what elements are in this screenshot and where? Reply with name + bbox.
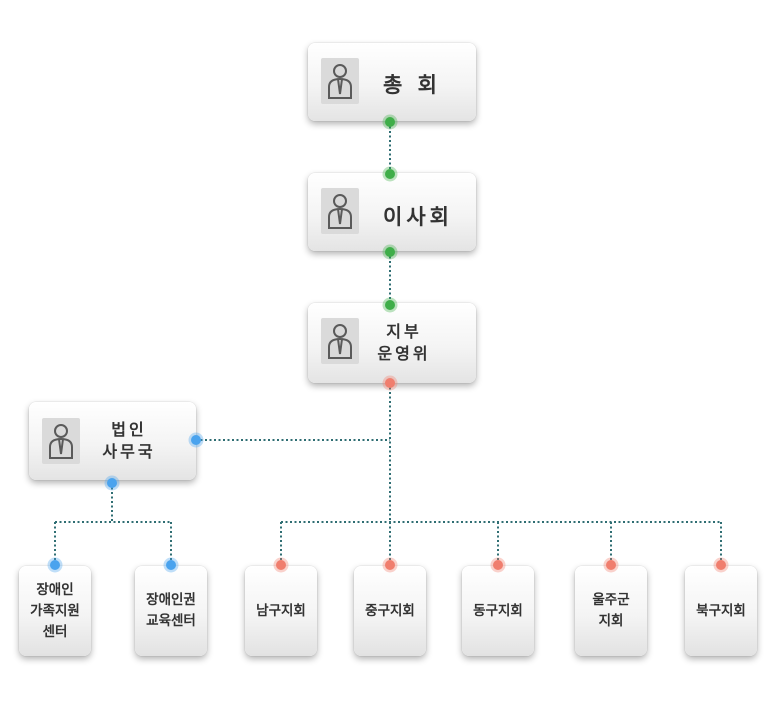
person-icon [321, 58, 359, 104]
node-label: 법인 사무국 [102, 420, 156, 461]
connector-dot [385, 247, 395, 257]
person-icon [321, 188, 359, 234]
leaf-label: 장애인 가족지원 센터 [30, 581, 80, 640]
node-label: 이사회 [383, 205, 453, 229]
connector-dot [385, 117, 395, 127]
node-branch-committee: 지부 운영위 [308, 303, 476, 383]
node-secretariat: 법인 사무국 [29, 402, 196, 480]
node-general-assembly: 총 회 [308, 43, 476, 121]
connector-dot [716, 560, 726, 570]
leaf-label: 북구지회 [696, 602, 746, 619]
person-icon [42, 418, 80, 464]
connector-dot [166, 560, 176, 570]
leaf-nam-gu-branch: 남구지회 [245, 566, 317, 656]
node-board: 이사회 [308, 173, 476, 251]
connector-dot [107, 478, 117, 488]
leaf-ulju-gun-branch: 울주군 지회 [575, 566, 647, 656]
person-icon [321, 318, 359, 364]
node-label: 총 회 [383, 73, 441, 97]
leaf-family-support-center: 장애인 가족지원 센터 [19, 566, 91, 656]
leaf-label: 동구지회 [473, 602, 523, 619]
leaf-dong-gu-branch: 동구지회 [462, 566, 534, 656]
node-label: 지부 운영위 [377, 322, 431, 363]
leaf-label: 남구지회 [256, 602, 306, 619]
connector-dot [385, 560, 395, 570]
connector-dot [606, 560, 616, 570]
connector-dot [493, 560, 503, 570]
leaf-jung-gu-branch: 중구지회 [354, 566, 426, 656]
leaf-label: 중구지회 [365, 602, 415, 619]
connector-dot [385, 300, 395, 310]
connector-dot [276, 560, 286, 570]
connector-dot [191, 435, 201, 445]
leaf-rights-education-center: 장애인권 교육센터 [135, 566, 207, 656]
leaf-label: 울주군 지회 [592, 592, 630, 629]
leaf-label: 장애인권 교육센터 [146, 592, 196, 629]
connector-dot [50, 560, 60, 570]
connector-dot [385, 378, 395, 388]
leaf-buk-gu-branch: 북구지회 [685, 566, 757, 656]
connector-dot [385, 169, 395, 179]
